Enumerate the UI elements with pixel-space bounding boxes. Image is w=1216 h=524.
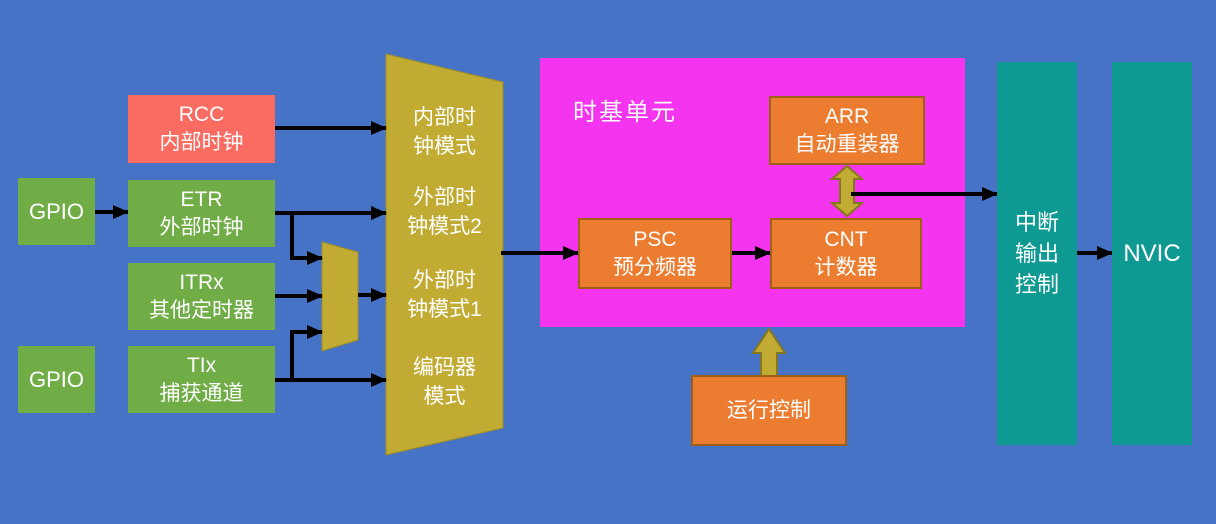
encoder-mode-label: 编码器 模式: [386, 353, 503, 411]
interrupt-output-line1: 中断: [1014, 210, 1059, 235]
psc-subtitle: 预分频器: [613, 255, 697, 279]
clock-mode-selector-trapezoid: [385, 53, 504, 456]
itrx-box: ITRx 其他定时器: [128, 263, 275, 330]
interrupt-output-line3: 控制: [1014, 272, 1059, 297]
run-control-label: 运行控制: [727, 398, 811, 422]
gpio-top-label: GPIO: [28, 198, 84, 224]
etr-to-mux-arrow: [290, 213, 323, 265]
interrupt-output-line2: 输出: [1014, 241, 1059, 266]
nvic-box: NVIC: [1112, 62, 1192, 445]
external-clock-mode2-label: 外部时 钟模式2: [386, 183, 503, 241]
etr-subtitle: 外部时钟: [159, 215, 244, 239]
psc-title: PSC: [633, 227, 677, 251]
cnt-box: CNT 计数器: [770, 218, 922, 289]
external-clock-mode1-line1: 外部时: [413, 269, 476, 292]
cnt-subtitle: 计数器: [814, 255, 878, 279]
rcc-box: RCC 内部时钟: [128, 95, 275, 163]
itrx-subtitle: 其他定时器: [149, 298, 254, 322]
encoder-mode-line1: 编码器: [413, 356, 476, 379]
arr-title: ARR: [824, 104, 870, 128]
tix-box: TIx 捕获通道: [128, 346, 275, 413]
etr-box: ETR 外部时钟: [128, 180, 275, 247]
interrupt-output-control-box: 中断 输出 控制: [997, 62, 1077, 445]
nvic-label: NVIC: [1123, 240, 1181, 267]
gpio-bottom-box: GPIO: [18, 346, 95, 413]
run-control-up-arrow: [751, 327, 787, 377]
internal-clock-mode-label: 内部时 钟模式: [386, 103, 503, 161]
tix-to-mux-arrow: [290, 325, 323, 380]
external-clock-mode1-line2: 钟模式1: [407, 298, 482, 321]
encoder-mode-line2: 模式: [423, 385, 466, 408]
internal-clock-mode-line2: 钟模式: [413, 135, 476, 158]
etr-title: ETR: [180, 187, 223, 211]
rcc-subtitle: 内部时钟: [159, 131, 244, 154]
itrx-title: ITRx: [179, 270, 224, 294]
arr-subtitle: 自动重装器: [794, 132, 900, 156]
external-clock-mode1-label: 外部时 钟模式1: [386, 266, 503, 324]
external-clock-mode2-line2: 钟模式2: [407, 215, 482, 238]
tix-title: TIx: [186, 353, 217, 377]
tix-subtitle: 捕获通道: [159, 381, 244, 405]
external-clock-mode2-line1: 外部时: [413, 186, 476, 209]
internal-clock-mode-line1: 内部时: [413, 106, 476, 129]
black-connectors: [95, 121, 1113, 387]
rcc-title: RCC: [178, 103, 225, 126]
arr-cnt-double-arrow: [829, 164, 865, 218]
clock-source-mux-trapezoid: [321, 241, 359, 352]
run-control-box: 运行控制: [691, 375, 847, 446]
arr-box: ARR 自动重装器: [769, 96, 925, 165]
gpio-top-box: GPIO: [18, 178, 95, 245]
psc-box: PSC 预分频器: [578, 218, 732, 289]
gpio-bottom-label: GPIO: [28, 366, 84, 392]
cnt-title: CNT: [824, 227, 868, 251]
time-base-unit-title: 时基单元: [573, 99, 677, 126]
